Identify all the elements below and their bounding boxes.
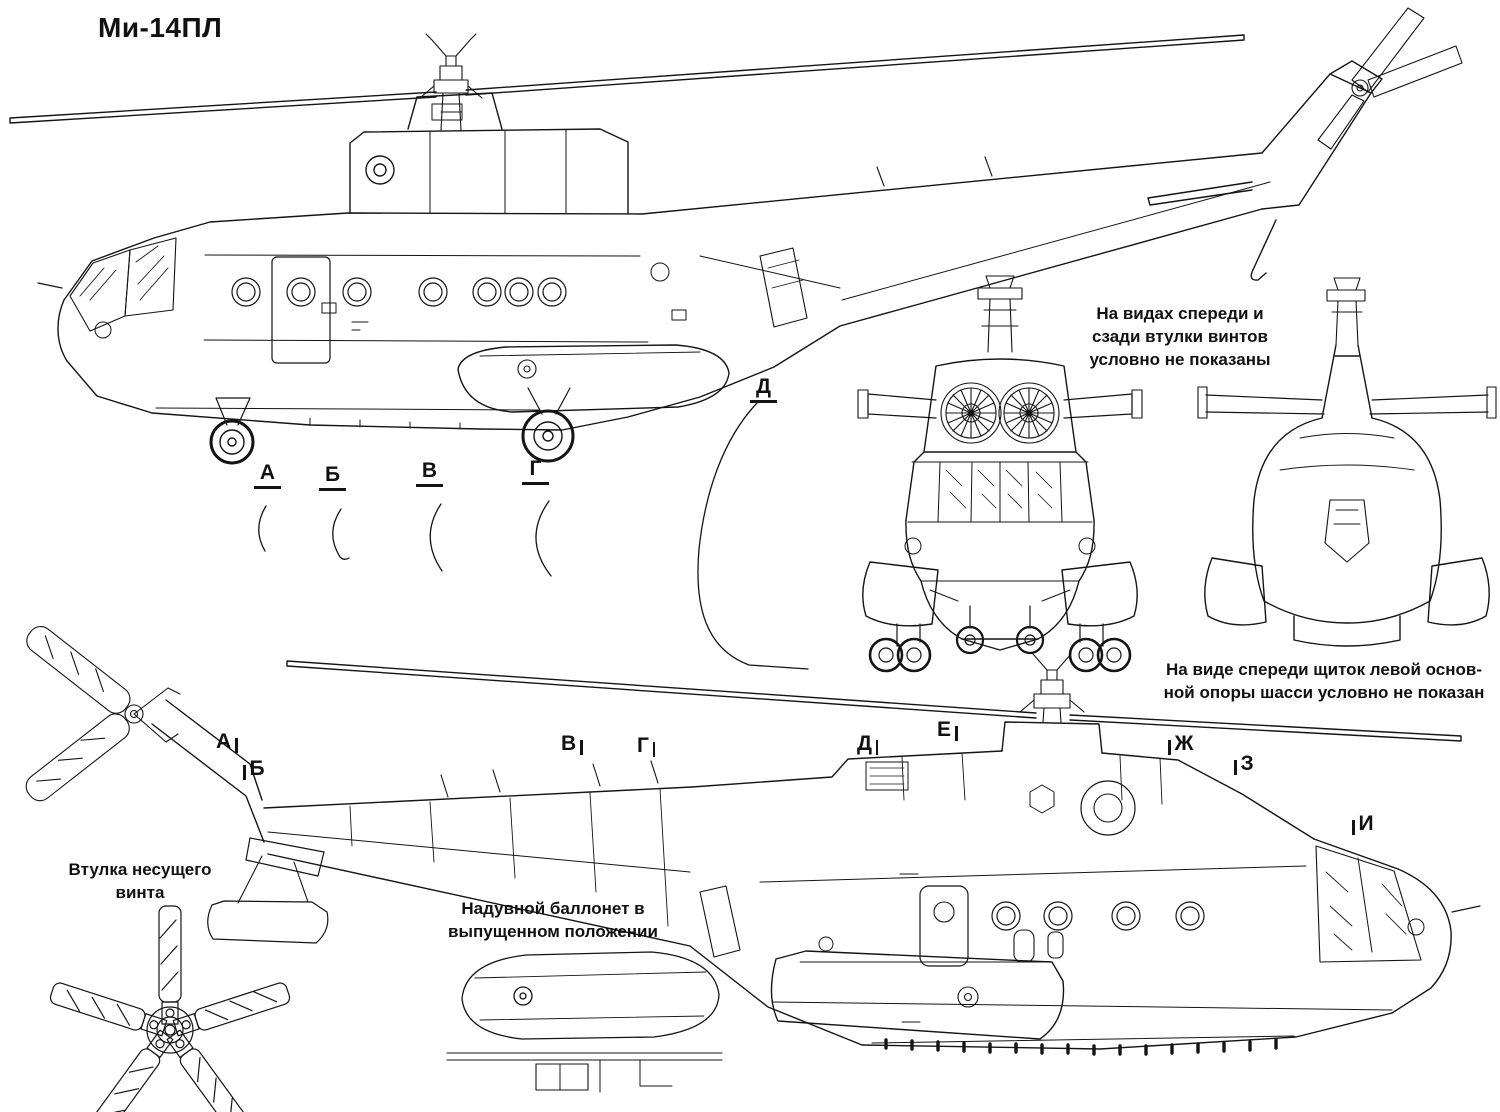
caption-line: Надувной баллонет в	[461, 899, 645, 918]
inflatable-float-view	[446, 951, 723, 1093]
front-landing-gear	[868, 605, 1132, 673]
section-tick	[1234, 760, 1237, 775]
section-label-bottom-a: А	[216, 731, 238, 753]
landing-gear	[209, 387, 575, 465]
note-line: На видах спереди и	[1096, 304, 1264, 323]
section-letter: Ж	[1174, 732, 1194, 755]
caption-rotor-hub: Втулка несущего винта	[50, 858, 230, 904]
portholes-bottom	[991, 901, 1205, 931]
section-letter: Д	[756, 375, 771, 398]
section-tick	[1168, 740, 1171, 755]
caption-line: винта	[115, 883, 165, 902]
hull-tick-row	[884, 1038, 1278, 1056]
section-label-bottom-g: Г	[637, 734, 656, 757]
note-line: ной опоры шасси условно не показан	[1163, 683, 1485, 702]
section-underline	[522, 482, 549, 485]
section-letter: В	[421, 459, 438, 482]
section-letter: Г	[529, 457, 542, 480]
side-view-right	[25, 625, 1481, 1056]
front-view	[857, 275, 1143, 673]
tail-rotor-bottom	[25, 625, 181, 802]
note-line: условно не показаны	[1089, 350, 1271, 369]
section-letter: А	[259, 461, 276, 484]
section-tick	[652, 742, 656, 757]
caption-line: Втулка несущего	[68, 860, 212, 879]
caption-balloon: Надувной баллонет в выпущенном положении	[420, 897, 686, 943]
section-tick	[955, 726, 958, 741]
note-line: сзади втулки винтов	[1092, 327, 1268, 346]
section-label-top-v: В	[416, 460, 443, 487]
cockpit-glazing-bottom	[1315, 845, 1425, 963]
section-underline	[416, 484, 443, 487]
section-letter: Б	[324, 463, 341, 486]
section-letter: Д	[857, 732, 872, 755]
section-label-top-d: Д	[750, 376, 777, 403]
section-profiles	[258, 402, 809, 670]
section-label-bottom-e: Е	[937, 719, 958, 741]
section-tick	[243, 765, 246, 780]
note-line: На виде спереди щиток левой основ-	[1165, 660, 1482, 679]
note-gear-shield: На виде спереди щиток левой основ- ной о…	[1152, 658, 1496, 704]
section-letter: В	[561, 732, 577, 755]
section-tick	[875, 740, 879, 755]
section-letter: А	[216, 730, 232, 753]
section-label-bottom-d: Д	[857, 732, 879, 755]
drawing-title: Ми-14ПЛ	[98, 12, 223, 43]
section-label-bottom-zh: Ж	[1168, 733, 1193, 755]
rear-view	[1197, 277, 1497, 647]
section-letter: Е	[937, 718, 952, 741]
section-tick	[235, 738, 238, 753]
caption-line: выпущенном положении	[448, 922, 658, 941]
cockpit-glazing	[69, 237, 177, 339]
section-letter: И	[1358, 812, 1374, 835]
section-label-bottom-v: В	[561, 733, 583, 755]
section-tick	[580, 740, 583, 755]
section-underline	[254, 486, 281, 489]
section-letter: З	[1240, 752, 1254, 775]
rotor-head-top-view	[49, 905, 291, 1112]
section-label-bottom-z: З	[1234, 753, 1254, 775]
section-label-top-g: Г	[522, 458, 549, 485]
engine-intakes	[940, 382, 1060, 444]
main-rotor-hub	[419, 33, 483, 131]
note-front-views: На видах спереди и сзади втулки винтов у…	[1075, 302, 1285, 371]
section-letter: Б	[249, 757, 265, 780]
portholes	[231, 277, 567, 307]
section-tick	[1352, 820, 1355, 835]
main-rotor-hub-bottom	[1019, 653, 1085, 723]
section-underline	[319, 488, 346, 491]
section-label-bottom-i: И	[1352, 813, 1374, 835]
section-underline	[750, 400, 777, 403]
section-letter: Г	[637, 734, 649, 757]
section-label-bottom-b: Б	[243, 758, 265, 780]
side-view-left	[9, 7, 1463, 465]
section-label-top-b: Б	[319, 464, 346, 491]
section-label-top-a: А	[254, 462, 281, 489]
